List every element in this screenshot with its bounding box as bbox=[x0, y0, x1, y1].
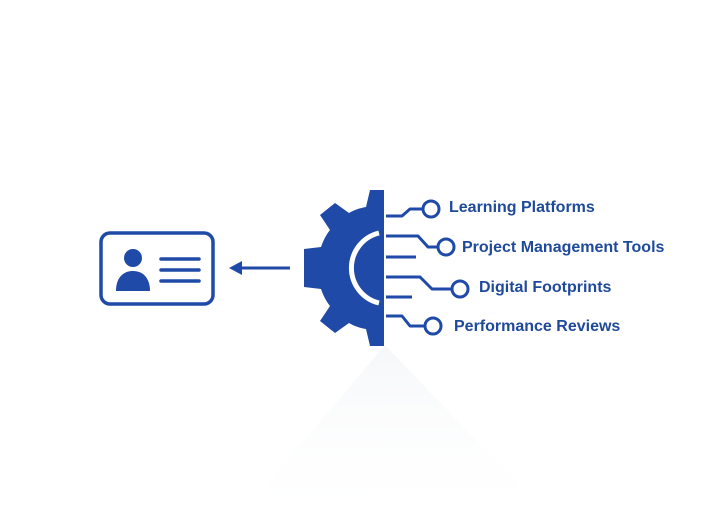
source-label-performance-reviews: Performance Reviews bbox=[454, 318, 621, 335]
arrow-left-icon bbox=[229, 261, 290, 275]
node-digital bbox=[450, 279, 470, 299]
gear-circuit-icon bbox=[304, 190, 470, 346]
node-project bbox=[436, 237, 456, 257]
person-icon bbox=[124, 249, 142, 267]
source-label-learning-platforms: Learning Platforms bbox=[449, 199, 595, 216]
node-performance bbox=[423, 316, 443, 336]
source-label-digital-footprints: Digital Footprints bbox=[479, 279, 612, 296]
source-label-project-management-tools: Project Management Tools bbox=[462, 239, 665, 256]
id-card-icon bbox=[99, 231, 215, 306]
node-learning bbox=[421, 199, 441, 219]
